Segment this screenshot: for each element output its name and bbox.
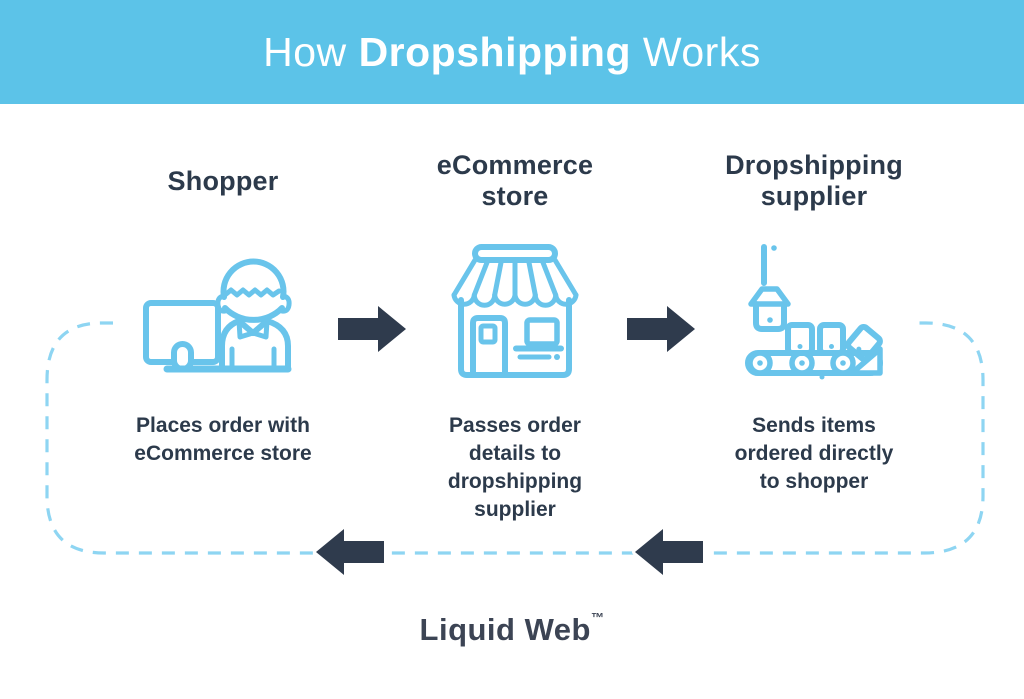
- brand-logo-text: Liquid Web: [419, 612, 591, 647]
- page-title-highlight: Dropshipping: [358, 28, 632, 75]
- door-pane: [478, 323, 498, 345]
- window-dot: [554, 354, 560, 360]
- arrow-left-icon: [632, 526, 706, 578]
- person-fringe: [222, 287, 282, 298]
- package-dot: [829, 344, 834, 349]
- store-door: [470, 315, 508, 378]
- claw-arm-dot: [771, 245, 777, 251]
- person-chin: [222, 305, 285, 323]
- page-title: How Dropshipping Works: [263, 29, 761, 76]
- package-box: [785, 322, 815, 356]
- package-box: [817, 322, 846, 356]
- awning-stripe: [539, 257, 559, 298]
- arrow-right-icon: [627, 306, 695, 352]
- person-collar: [236, 318, 256, 340]
- return-flow-dashed-loop: [45, 321, 985, 555]
- step-description-dropshipping-supplier: Sends items ordered directly to shopper: [734, 414, 894, 493]
- page-title-prefix: How: [263, 28, 359, 75]
- person-collar: [250, 318, 270, 340]
- awning-scallops: [451, 292, 579, 308]
- belt-dot: [819, 374, 825, 380]
- brand-logo: Liquid Web™: [0, 610, 1024, 648]
- conveyor-wheel-dot: [799, 360, 805, 366]
- column-title-dropshipping-supplier: Dropshipping supplier: [725, 150, 903, 211]
- page-title-suffix: Works: [631, 28, 761, 75]
- person-ear-right: [279, 293, 292, 314]
- person-hair: [220, 258, 287, 300]
- conveyor-wheel-dot: [757, 360, 763, 366]
- package-box-tilted: [845, 323, 883, 363]
- storefront-icon: [450, 243, 580, 388]
- awning-stripe: [552, 257, 579, 298]
- column-title-shopper: Shopper: [167, 165, 279, 196]
- awning-stripe: [526, 257, 538, 298]
- claw-flare: [748, 286, 791, 307]
- column-title-ecommerce-store: eCommerce store: [436, 150, 594, 211]
- mouse: [171, 341, 194, 372]
- claw-bucket: [753, 301, 787, 332]
- header-banner: How Dropshipping Works: [0, 0, 1024, 104]
- step-description-shopper: Places order with eCommerce store: [134, 414, 312, 465]
- arrow-right-icon: [338, 306, 406, 352]
- claw-bucket-dot: [767, 317, 773, 323]
- conveyor-wheel-dot: [840, 360, 846, 366]
- shopper-at-computer-icon: [140, 250, 300, 385]
- package-dot: [797, 344, 803, 349]
- awning-stripe: [492, 257, 504, 298]
- fulfillment-conveyor-icon: [740, 243, 885, 398]
- trademark-symbol: ™: [590, 610, 605, 625]
- store-building: [458, 297, 572, 378]
- arrow-left-icon: [313, 526, 387, 578]
- store-window: [524, 317, 560, 347]
- awning-stripe: [451, 257, 478, 298]
- awning-stripe: [471, 257, 491, 298]
- step-description-ecommerce-store: Passes order details to dropshipping sup…: [447, 414, 583, 521]
